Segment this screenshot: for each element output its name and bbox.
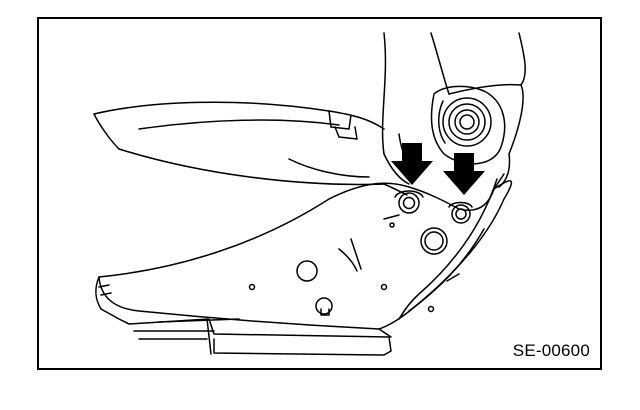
figure-code: SE-00600 <box>512 341 590 360</box>
side-frame-plate <box>98 173 513 330</box>
down-arrow-icon <box>391 143 433 185</box>
seat-rail <box>95 276 392 356</box>
recliner-bolt-left <box>394 190 424 214</box>
recliner-knob <box>442 97 492 147</box>
seat-back <box>381 32 526 188</box>
recliner-bolt-right <box>448 201 473 224</box>
seat-recliner-illustration <box>93 32 526 356</box>
seat-cushion <box>93 101 408 196</box>
down-arrow-icon <box>443 153 485 195</box>
recliner-housing <box>430 85 506 165</box>
illustration-frame: SE-00600 <box>37 17 602 370</box>
